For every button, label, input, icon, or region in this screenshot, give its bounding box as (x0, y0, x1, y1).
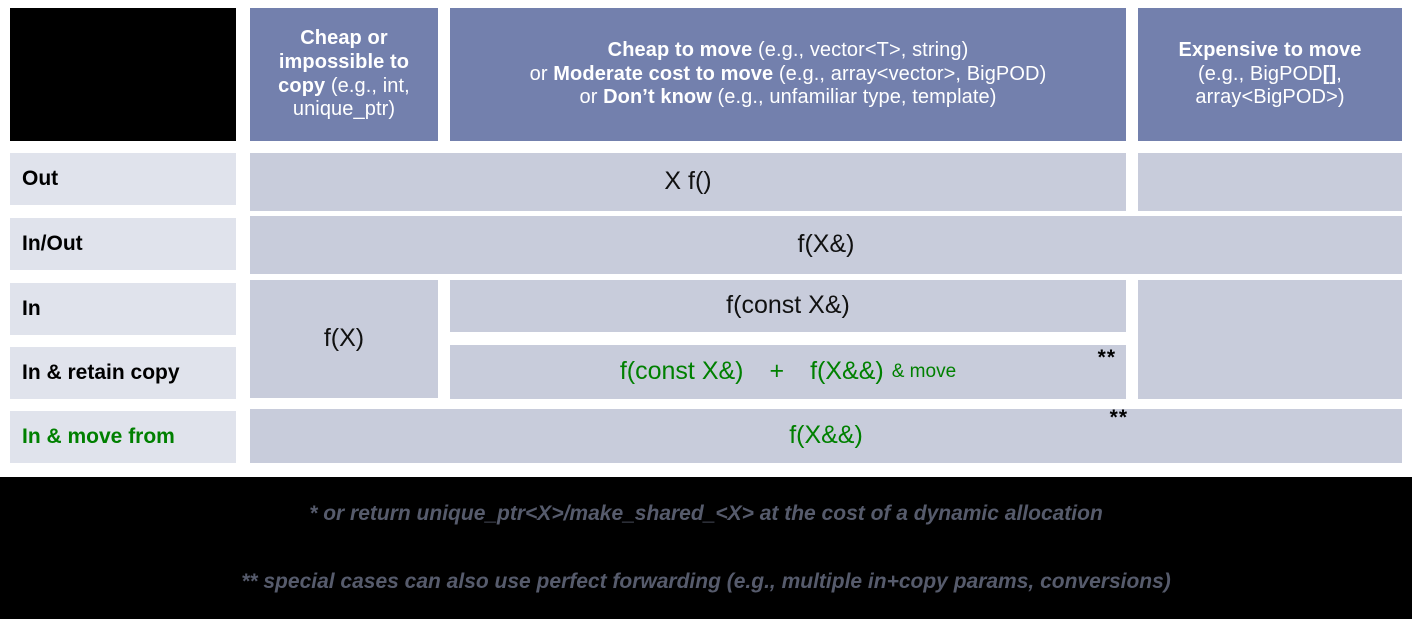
retain-copy-double-asterisk-marker: ** (1097, 346, 1116, 369)
cell-in-retain-copy-expensive-blank (1138, 280, 1402, 399)
header-line-4: unique_ptr) (292, 98, 396, 121)
cell-in-out-signature: f(X&) (250, 216, 1402, 274)
row-label-in-out: In/Out (10, 218, 236, 270)
header-line-3: copy (e.g., int, (278, 74, 410, 97)
table-corner-empty-cell (10, 8, 236, 141)
header-line-1: Cheap or (300, 27, 388, 50)
cell-in-move-from-signature: f(X&&) ** (250, 406, 1402, 463)
footnote-single-star: * or return unique_ptr<X>/make_shared_<X… (309, 502, 1103, 525)
footnote-double-star: ** special cases can also use perfect fo… (241, 570, 1171, 593)
header-cheap-to-move: Cheap to move (e.g., vector<T>, string) … (450, 8, 1126, 141)
header-expensive-to-move: Expensive to move (e.g., BigPOD[], array… (1138, 8, 1402, 141)
header-line-1: Expensive to move (1178, 39, 1362, 62)
retain-copy-part-3: & move (891, 360, 957, 382)
header-cheap-or-impossible-to-copy: Cheap or impossible to copy (e.g., int, … (250, 8, 438, 141)
cell-in-signature: f(const X&) (450, 280, 1126, 332)
row-label-in-move-from: In & move from (10, 411, 236, 463)
retain-copy-plus: + (769, 357, 785, 386)
cell-in-retain-copy-signature: f(const X&) + f(X&&) & move ** (450, 345, 1126, 399)
cell-out-signature: X f() (250, 153, 1126, 211)
header-line-3: array<BigPOD>) (1195, 86, 1345, 109)
header-line-2: impossible to (278, 50, 410, 73)
header-line-3: or Don’t know (e.g., unfamiliar type, te… (579, 86, 997, 109)
move-from-double-asterisk-marker: ** (1109, 406, 1128, 429)
header-line-2: (e.g., BigPOD[], (1198, 62, 1342, 85)
move-from-signature-text: f(X&&) (789, 421, 863, 450)
row-label-out: Out (10, 153, 236, 205)
header-line-1: Cheap to move (e.g., vector<T>, string) (607, 39, 969, 62)
cell-in-cheap-copy-signature: f(X) (250, 280, 438, 398)
row-label-in-retain-copy: In & retain copy (10, 347, 236, 399)
cell-out-expensive-blank (1138, 153, 1402, 211)
header-line-2: or Moderate cost to move (e.g., array<ve… (529, 62, 1047, 85)
row-label-in: In (10, 283, 236, 335)
retain-copy-part-2: f(X&&) (810, 357, 884, 386)
retain-copy-part-1: f(const X&) (619, 357, 744, 386)
footer-notes-panel (0, 477, 1412, 619)
